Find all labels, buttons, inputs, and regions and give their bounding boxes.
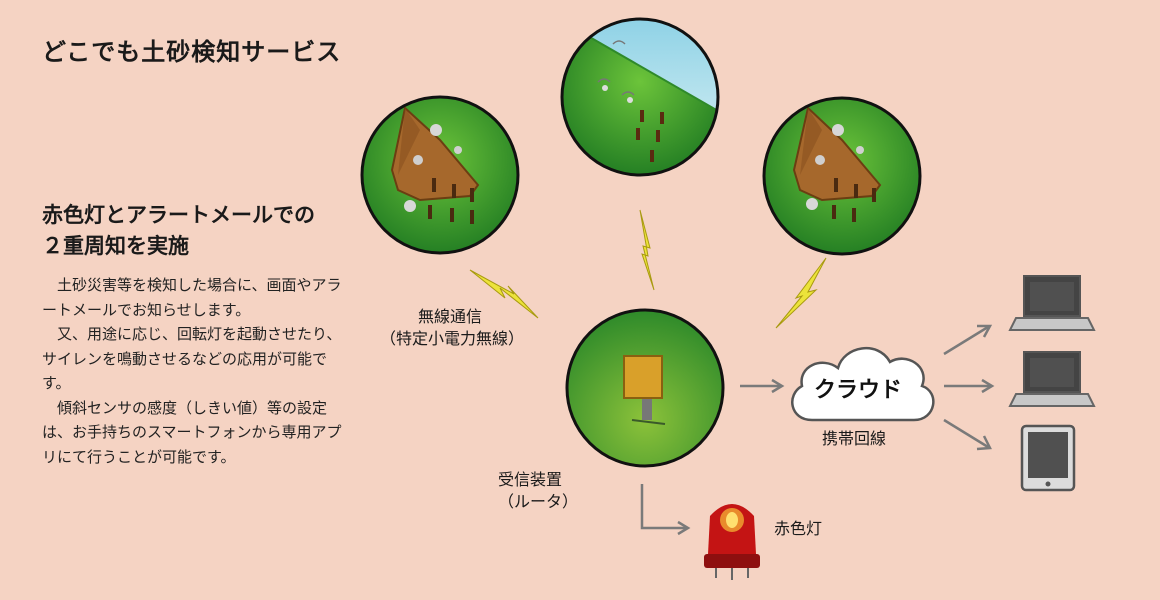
receiver-label: 受信装置 （ルータ） — [498, 469, 578, 513]
cloud-label: クラウド — [813, 378, 902, 403]
mobile-line-label: 携帯回線 — [822, 429, 887, 448]
receiver-label-line-1: 受信装置 — [498, 470, 563, 489]
slope-sensor-scene — [560, 17, 720, 177]
red-light-label: 赤色灯 — [774, 519, 823, 538]
tablet-icon — [1020, 424, 1076, 492]
arrow-cloud-to-tablet — [943, 418, 992, 451]
headline: 赤色灯とアラートメールでの ２重周知を実施 — [42, 200, 352, 262]
paragraph-2: 又、用途に応じ、回転灯を起動させたり、サイレンを鳴動させるなどの応用が可能です。 — [42, 325, 342, 392]
paragraph-1: 土砂災害等を検知した場合に、画面やアラートメールでお知らせします。 — [42, 276, 342, 319]
paragraph-3: 傾斜センサの感度（しきい値）等の設定は、お手持ちのスマートフォンから専用アプリに… — [42, 398, 342, 466]
lightning-icon-left — [469, 269, 539, 319]
landslide-scene-right — [762, 96, 922, 256]
arrow-router-to-cloud — [740, 378, 785, 394]
receiver-label-line-2: （ルータ） — [498, 492, 579, 511]
laptop-icon-1 — [1008, 275, 1096, 331]
arrow-router-to-light — [640, 484, 691, 536]
description: 土砂災害等を検知した場合に、画面やアラートメールでお知らせします。 又、用途に応… — [42, 273, 342, 469]
arrow-cloud-to-laptop-2 — [944, 378, 995, 394]
red-rotating-light-icon — [704, 504, 760, 580]
headline-line-1: 赤色灯とアラートメールでの — [42, 203, 315, 227]
wireless-label: 無線通信 （特定小電力無線） — [380, 306, 525, 350]
headline-line-2: ２重周知を実施 — [42, 234, 189, 258]
laptop-icon-2 — [1008, 351, 1096, 407]
wireless-label-line-2: （特定小電力無線） — [380, 329, 525, 348]
landslide-scene-left — [360, 95, 520, 255]
lightning-icon-right — [775, 257, 827, 329]
lightning-icon-top — [639, 209, 655, 291]
wireless-label-line-1: 無線通信 — [417, 307, 482, 326]
cloud-icon — [791, 347, 935, 422]
arrow-cloud-to-laptop-1 — [943, 324, 993, 356]
page-title: どこでも土砂検知サービス — [42, 38, 342, 66]
router-scene — [565, 308, 725, 468]
